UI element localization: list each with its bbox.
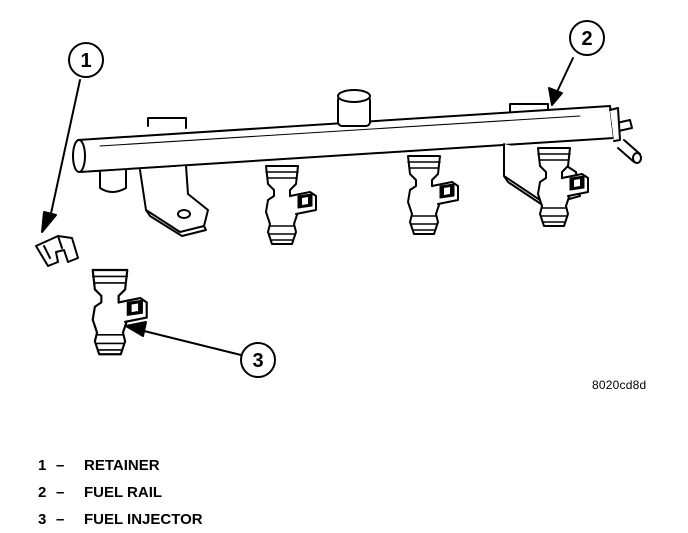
fuel-injector-a: [265, 165, 317, 245]
rail-end-stub: [99, 169, 127, 193]
legend-separator: –: [56, 457, 65, 474]
callout-2: 2: [569, 20, 605, 56]
fuel-injector-b: [407, 155, 459, 235]
callout-1: 1: [68, 42, 104, 78]
callout-2-leader: [548, 57, 574, 106]
legend-item-fuel-injector: 3 – FUEL INJECTOR: [38, 506, 203, 533]
legend-label: RETAINER: [84, 457, 160, 474]
legend-label: FUEL RAIL: [84, 484, 163, 501]
retainer-clip: [35, 235, 79, 267]
fuel-injector-c: [537, 147, 589, 227]
legend: 1 – RETAINER 2 – FUEL RAIL 3 – FUEL INJE…: [38, 452, 203, 533]
fuel-rail: [72, 89, 642, 173]
svg-text:1: 1: [80, 50, 91, 72]
callout-3-leader: [125, 321, 242, 356]
legend-number: 3: [38, 511, 47, 528]
legend-number: 2: [38, 484, 47, 501]
callout-3: 3: [240, 342, 276, 378]
svg-text:3: 3: [252, 350, 263, 372]
fuel-injector-loose: [91, 268, 148, 356]
legend-separator: –: [56, 511, 65, 528]
figure-id: 8020cd8d: [592, 378, 647, 392]
fuel-rail-diagram: 1 2 3: [35, 20, 642, 378]
legend-item-fuel-rail: 2 – FUEL RAIL: [38, 479, 203, 506]
callout-1-leader: [41, 79, 81, 233]
legend-separator: –: [56, 484, 65, 501]
left-mounting-bracket: [139, 165, 209, 237]
legend-number: 1: [38, 457, 47, 474]
legend-item-retainer: 1 – RETAINER: [38, 452, 203, 479]
svg-text:2: 2: [581, 28, 592, 50]
legend-label: FUEL INJECTOR: [84, 511, 203, 528]
